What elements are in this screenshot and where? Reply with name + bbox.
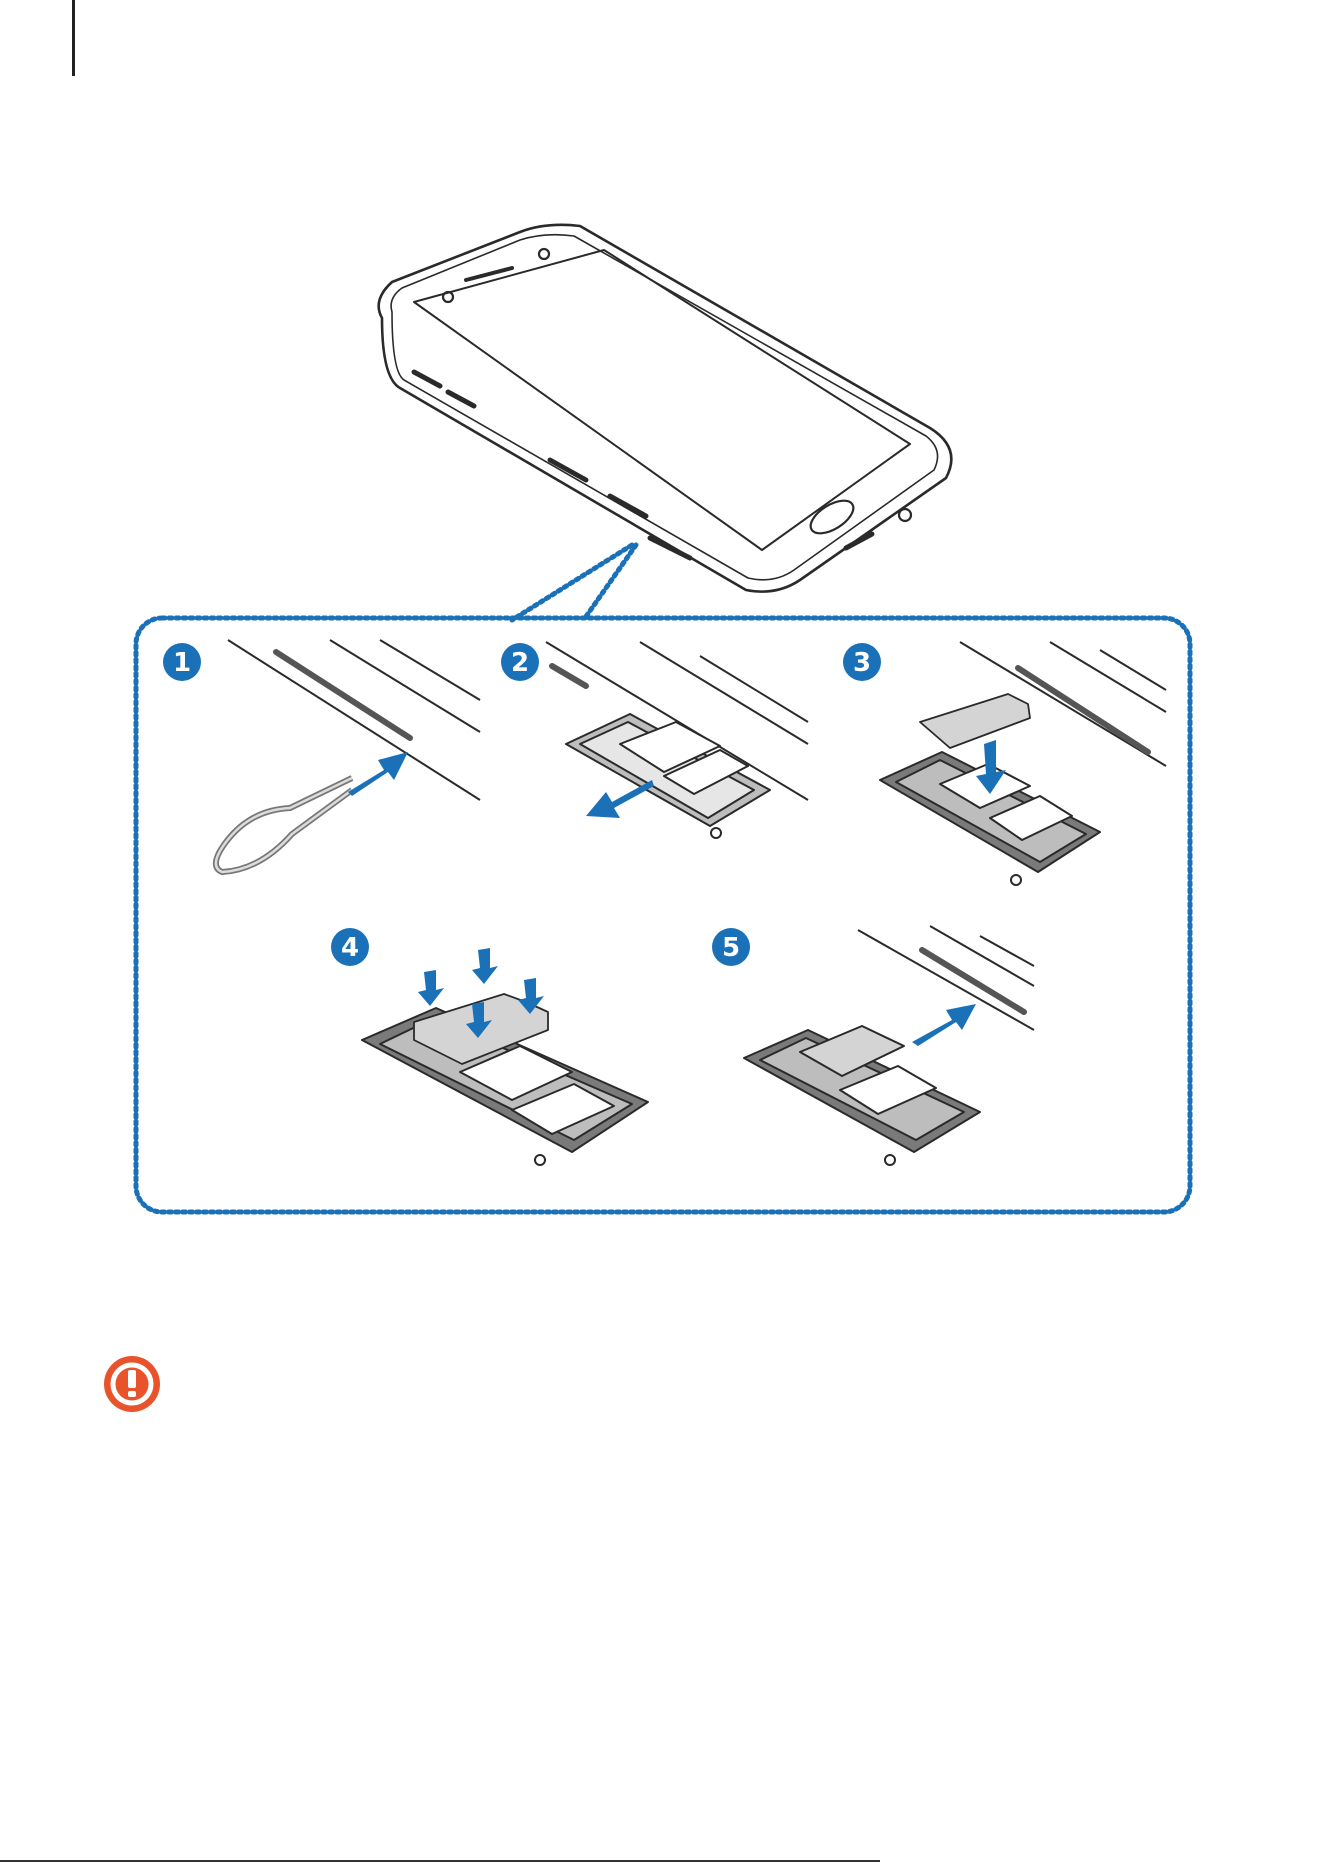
pull-out-arrow-icon: [586, 780, 654, 818]
step-badge-3: 3: [843, 643, 881, 681]
exclamation-warning-icon: [104, 1356, 160, 1412]
step-4-illustration: [362, 948, 648, 1165]
step-1-illustration: [216, 640, 480, 872]
press-arrow-icon-1: [472, 948, 498, 984]
step-badge-4: 4: [331, 928, 369, 966]
step-number-5: 5: [722, 933, 740, 963]
press-arrow-icon-2: [418, 970, 444, 1006]
step-badge-5: 5: [712, 928, 750, 966]
step-5-illustration: [744, 926, 1034, 1165]
step-number-2: 2: [511, 648, 529, 678]
step-number-1: 1: [173, 648, 191, 678]
insert-arrow-icon: [348, 752, 408, 796]
phone-illustration: [379, 225, 952, 592]
push-in-arrow-icon: [912, 1004, 976, 1046]
footer-rule: [0, 1860, 880, 1862]
steps-dotted-frame: [136, 618, 1190, 1212]
connector-dotted-lines: [512, 545, 636, 620]
step-number-3: 3: [853, 648, 871, 678]
step-3-illustration: [880, 642, 1166, 885]
step-badge-1: 1: [163, 643, 201, 681]
step-2-illustration: [546, 642, 808, 838]
step-badge-2: 2: [501, 643, 539, 681]
step-number-4: 4: [341, 933, 359, 963]
